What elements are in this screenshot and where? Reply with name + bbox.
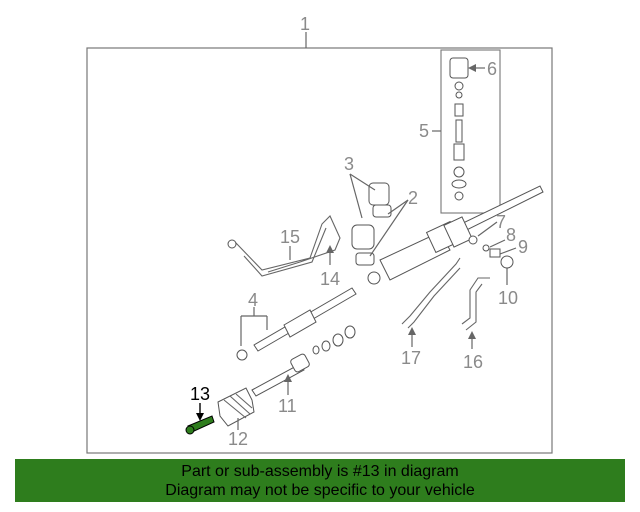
tube-16-b: [465, 283, 483, 331]
arrow-11: [284, 374, 292, 382]
arrow-17: [408, 327, 416, 335]
tube-17-b: [407, 267, 461, 329]
banner-line-2: Diagram may not be specific to your vehi…: [165, 481, 475, 499]
label-3: 3: [344, 154, 354, 174]
label-4: 4: [248, 290, 258, 310]
part-7: [468, 235, 478, 245]
label-7: 7: [496, 212, 506, 232]
fitting-15: [227, 239, 237, 249]
leader-7: [477, 221, 498, 237]
label-11: 11: [278, 396, 297, 416]
label-2: 2: [408, 188, 418, 208]
label-12: 12: [228, 429, 248, 449]
valve-parts: [449, 57, 469, 201]
tube-16: [461, 277, 490, 325]
pipe-15-outer: [243, 227, 327, 277]
rack-housing: [367, 185, 544, 285]
info-banner: Part or sub-assembly is #13 in diagram D…: [15, 459, 625, 502]
leader-3a: [349, 173, 363, 219]
outer-tie-rod-end: [185, 415, 215, 435]
label-16: 16: [463, 352, 483, 372]
part-9: [489, 248, 501, 258]
label-6: 6: [487, 59, 497, 79]
label-15: 15: [280, 227, 300, 247]
label-10: 10: [498, 288, 518, 308]
label-13: 13: [190, 384, 210, 404]
rack-bar: [236, 287, 357, 361]
label-1: 1: [300, 14, 310, 34]
leader-8: [489, 239, 506, 248]
arrow-14: [326, 245, 334, 253]
arrow-13: [196, 413, 204, 421]
pipe-15: [235, 215, 341, 273]
leader-3b: [349, 173, 376, 191]
banner-line-1: Part or sub-assembly is #13 in diagram: [181, 462, 459, 480]
leader-9: [499, 247, 517, 255]
label-9: 9: [518, 237, 528, 257]
label-14: 14: [320, 269, 340, 289]
bracket-parts: [351, 182, 392, 266]
arrow-6: [468, 64, 476, 72]
arrow-16: [468, 331, 476, 339]
leader-2b: [369, 199, 409, 257]
rack-boot: [217, 387, 255, 427]
label-8: 8: [506, 225, 516, 245]
leader-2a: [387, 199, 409, 215]
seal-parts: [312, 325, 356, 355]
part-8: [482, 244, 490, 252]
part-10: [500, 255, 514, 269]
label-5: 5: [419, 121, 429, 141]
tube-17: [401, 257, 461, 325]
inner-tie-rod: [251, 353, 310, 397]
label-17: 17: [401, 348, 421, 368]
